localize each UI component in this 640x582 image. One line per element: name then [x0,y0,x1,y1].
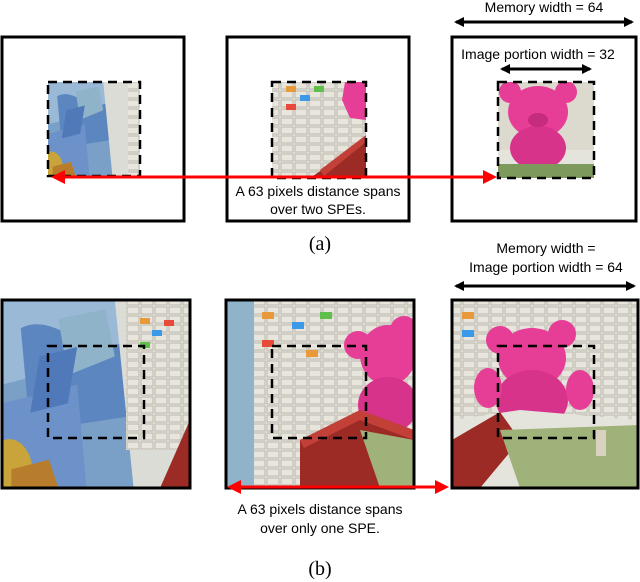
calendar-wall-texture-icon [226,300,414,488]
teddy-bear-photo-icon [498,82,594,178]
spe-b1-frame [0,298,192,490]
memory-width-label-b-line1: Memory width = [496,240,595,256]
image-portion-b1 [46,344,146,440]
distance-note-a-line1: A 63 pixels distance spans [236,183,401,199]
calendar-wall-texture-icon [272,82,366,178]
image-portion-a3 [496,80,596,180]
memory-width-label-a: Memory width = 64 [485,0,604,15]
painting-texture-icon [48,82,140,176]
caption-a: (a) [309,233,331,255]
image-portion-b3 [496,344,596,440]
portion-width-label-a: Image portion width = 32 [461,46,615,62]
distance-note-b-line2: over only one SPE. [260,520,380,536]
memory-width-label-b-line2: Image portion width = 64 [469,259,623,275]
panel-b: Memory width = Image portion width = 64 … [0,240,640,580]
panel-a: Memory width = 64 Image portion width = … [0,0,638,255]
painting-texture-icon [2,300,190,488]
spe-b3-frame [450,298,640,490]
teddy-bear-photo-icon [452,300,638,488]
distance-note-a-line2: over two SPEs. [270,201,366,217]
image-portion-b2 [270,344,368,440]
image-portion-a2 [270,80,368,180]
caption-b: (b) [308,558,331,580]
distance-note-b-line1: A 63 pixels distance spans [238,501,403,517]
